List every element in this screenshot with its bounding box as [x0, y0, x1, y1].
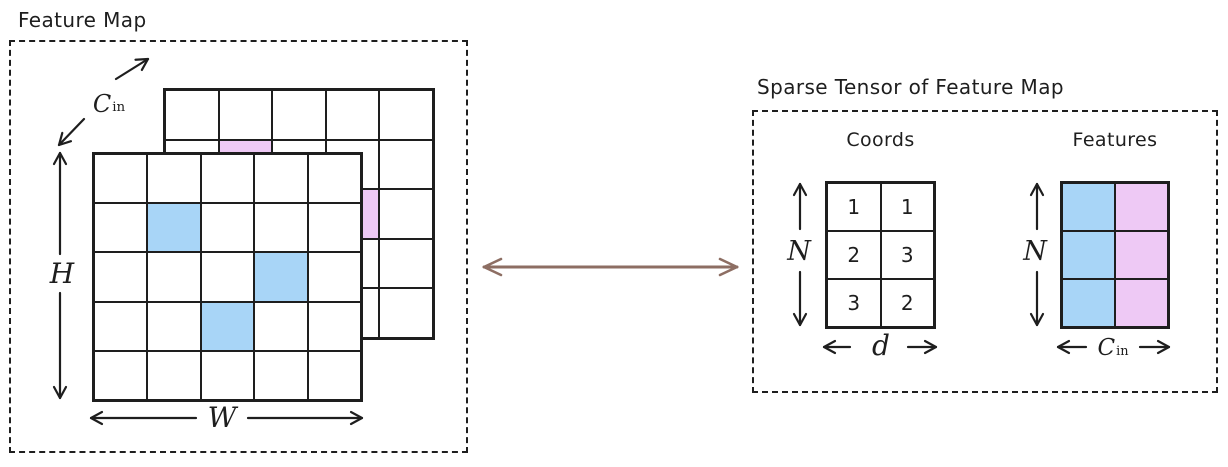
channel-axis-subscript: in	[112, 100, 126, 116]
coords-n-axis-label: N	[787, 235, 811, 267]
channel-axis-symbol: C	[92, 90, 112, 118]
features-cin-subscript: in	[1116, 343, 1129, 359]
grid-cell	[379, 238, 433, 289]
coords-cell: 1	[880, 183, 934, 231]
grid-cell	[325, 90, 380, 140]
coords-title: Coords	[846, 129, 915, 151]
grid-cell	[147, 203, 201, 253]
grid-cell	[147, 301, 201, 351]
sparse-tensor-box	[752, 110, 1218, 393]
grid-cell	[379, 90, 433, 140]
grid-cell	[272, 90, 326, 140]
grid-cell	[94, 252, 148, 302]
grid-cell	[1115, 279, 1168, 327]
grid-cell	[307, 350, 361, 400]
grid-cell	[147, 350, 201, 400]
coords-cell: 2	[880, 279, 934, 327]
grid-cell	[165, 90, 219, 140]
features-cin-symbol: C	[1097, 334, 1116, 361]
features-n-axis-label: N	[1023, 235, 1047, 267]
sparse-tensor-title: Sparse Tensor of Feature Map	[757, 75, 1064, 99]
grid-cell	[254, 301, 308, 351]
grid-cell	[254, 203, 308, 253]
grid-cell	[254, 252, 308, 302]
grid-cell	[94, 350, 148, 400]
grid-cell	[200, 154, 255, 204]
grid-cell	[379, 189, 433, 239]
width-axis-label: W	[207, 401, 237, 434]
grid-cell	[379, 288, 433, 338]
feature-map-box	[9, 40, 468, 453]
grid-cell	[1115, 183, 1168, 231]
grid-cell	[307, 203, 361, 253]
grid-cell	[379, 139, 433, 190]
grid-cell	[94, 154, 148, 204]
grid-cell	[200, 252, 255, 302]
grid-cell	[307, 154, 361, 204]
grid-cell	[307, 301, 361, 351]
grid-cell	[218, 90, 273, 140]
grid-cell	[94, 203, 148, 253]
features-title: Features	[1072, 129, 1158, 151]
grid-cell	[147, 252, 201, 302]
feature-map-front-channel-grid	[92, 152, 363, 402]
coords-cell: 3	[880, 231, 934, 279]
grid-cell	[254, 350, 308, 400]
coords-d-axis-label: d	[872, 329, 890, 362]
coords-cell: 2	[827, 231, 881, 279]
grid-cell	[254, 154, 308, 204]
grid-cell	[307, 252, 361, 302]
grid-cell	[1062, 279, 1115, 327]
grid-cell	[200, 203, 255, 253]
features-grid	[1060, 181, 1170, 329]
grid-cell	[94, 301, 148, 351]
grid-cell	[1115, 231, 1168, 279]
height-axis-label: H	[49, 257, 75, 290]
grid-cell	[147, 154, 201, 204]
grid-cell	[1062, 231, 1115, 279]
grid-cell	[200, 350, 255, 400]
coords-cell: 3	[827, 279, 881, 327]
coords-cell: 1	[827, 183, 881, 231]
feature-map-title: Feature Map	[18, 8, 147, 32]
grid-cell	[200, 301, 255, 351]
grid-cell	[1062, 183, 1115, 231]
